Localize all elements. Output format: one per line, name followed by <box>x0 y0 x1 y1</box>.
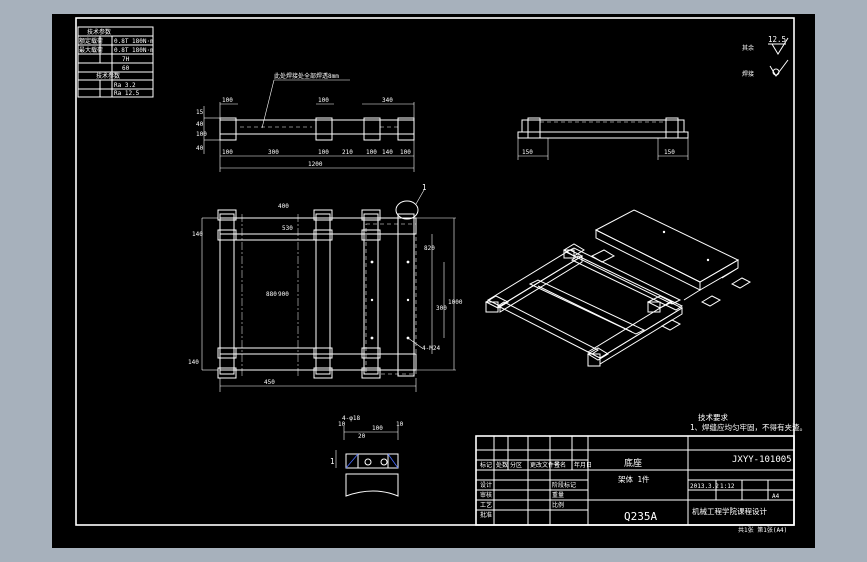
front-bottom-dim-1: 300 <box>268 149 279 156</box>
front-top-dim-0: 100 <box>222 97 233 104</box>
front-view: 此处焊接处全部焊透8mm 100 100 340 15 40 100 40 <box>196 72 415 172</box>
mark-label-0: 标记 <box>480 461 492 469</box>
isometric-view <box>484 209 752 367</box>
spec-header: 技术参数 <box>87 28 111 36</box>
detail-dim-2: 20 <box>358 433 366 440</box>
front-bottom-dim-0: 100 <box>222 149 233 156</box>
sheets: 共1张 第1张(A4) <box>738 526 787 534</box>
front-bottom-dim-5: 140 <box>382 149 393 156</box>
mark-label-2: 分区 <box>510 461 522 469</box>
detail-view: 10 100 20 10 4-φ18 1 <box>330 415 404 497</box>
plan-right-dim-2: 1000 <box>448 299 463 306</box>
plan-bottom-dim-0: 450 <box>264 379 275 386</box>
mark-label-4: 签名 <box>554 461 566 469</box>
plan-right-dim-0: 820 <box>424 245 435 252</box>
drawing-sheet: 技术参数 额定载荷 0.8T 180N·m 最大载荷 0.8T 180N·m 7… <box>52 14 815 548</box>
front-left-dim-3: 40 <box>196 145 204 152</box>
part-name: 底座 <box>624 457 642 469</box>
plan-top-dim-1: 530 <box>282 225 293 232</box>
mark-label-5: 年月日 <box>574 461 592 469</box>
scale: 1:12 <box>720 483 735 490</box>
plan-right-dim-1: 300 <box>436 305 447 312</box>
drawing-number: JXYY-101005 <box>732 455 792 465</box>
front-bottom-dim-3: 210 <box>342 149 353 156</box>
detail-dim-1: 100 <box>372 425 383 432</box>
weight-label: 重量 <box>552 491 564 499</box>
approve-label: 批准 <box>480 511 492 519</box>
detail-dim-0: 10 <box>338 421 346 428</box>
process-label: 工艺 <box>480 501 492 509</box>
format: A4 <box>772 493 780 500</box>
design-label: 设计 <box>480 481 492 489</box>
front-top-dim-1: 100 <box>318 97 329 104</box>
front-left-dim-1: 40 <box>196 121 204 128</box>
plan-left-dim-0: 140 <box>192 231 203 238</box>
title-block: 标记 处数 分区 更改文件号 签名 年月日 设计 审核 工艺 批准 阶段标记 重… <box>475 435 795 534</box>
spec-row-0-value: 0.8T 180N·m <box>114 38 154 45</box>
front-overall-dim: 1200 <box>308 161 323 168</box>
mark-label-3: 更改文件号 <box>530 461 560 469</box>
cad-drawing: 技术参数 额定载荷 0.8T 180N·m 最大载荷 0.8T 180N·m 7… <box>75 17 807 534</box>
tech-notes-title: 技术要求 <box>698 412 728 422</box>
material: Q235A <box>624 510 657 523</box>
part-sub-name: 架体 1件 <box>618 474 650 484</box>
roughness-value: 12.5 <box>768 35 786 44</box>
date: 2013.3.2 <box>690 483 719 490</box>
roughness-label-1: 其余 <box>742 44 754 52</box>
side-dim-1: 150 <box>664 149 675 156</box>
front-bottom-dim-6: 100 <box>400 149 411 156</box>
mark-label-1: 处数 <box>496 461 508 469</box>
spec-row-1-key: 最大载荷 <box>79 46 103 54</box>
spec-row-0-key: 额定载荷 <box>79 37 103 45</box>
detail-hole-note: 4-φ18 <box>342 415 360 422</box>
spec-row-3-value: 60 <box>122 65 130 72</box>
plan-top-dim-0: 400 <box>278 203 289 210</box>
spec-row2-0-value: Ra 3.2 <box>114 82 136 89</box>
spec-table: 技术参数 额定载荷 0.8T 180N·m 最大载荷 0.8T 180N·m 7… <box>77 26 154 98</box>
front-bottom-dim-2: 100 <box>318 149 329 156</box>
plan-view: 1 400 530 140 880 900 140 820 300 1000 4… <box>188 183 463 392</box>
detail-dim-3: 10 <box>396 421 404 428</box>
check-label: 审核 <box>480 491 492 499</box>
side-dim-0: 150 <box>522 149 533 156</box>
front-leader-note: 此处焊接处全部焊透8mm <box>274 72 339 80</box>
school: 机械工程学院课程设计 <box>692 506 767 516</box>
front-bottom-dim-4: 100 <box>366 149 377 156</box>
spec-subheader: 技术参数 <box>96 72 120 80</box>
roughness-symbols: 12.5 其余 焊接 <box>742 35 789 78</box>
plan-left-dim-2: 900 <box>278 291 289 298</box>
stage-label: 阶段标记 <box>552 481 576 489</box>
side-view: 150 150 <box>517 117 689 160</box>
plan-left-dim-1: 880 <box>266 291 277 298</box>
front-left-dim-0: 15 <box>196 109 204 116</box>
inner-border <box>75 17 795 526</box>
front-top-dim-2: 340 <box>382 97 393 104</box>
plan-part-number: 1 <box>422 183 427 192</box>
spec-row2-1-value: Ra 12.5 <box>114 90 140 97</box>
plan-hole-note: 4-M24 <box>422 345 440 352</box>
plan-left-dim-3: 140 <box>188 359 199 366</box>
detail-label: 1 <box>330 457 335 466</box>
spec-row-2-value: 7H <box>122 56 130 63</box>
roughness-label-2: 焊接 <box>742 70 754 78</box>
ratio-label: 比例 <box>552 501 564 509</box>
spec-row-1-value: 0.8T 180N·m <box>114 47 154 54</box>
front-left-dim-2: 100 <box>196 131 207 138</box>
technical-notes: 技术要求 1、焊缝应均匀牢固，不得有夹渣。 <box>690 412 807 432</box>
tech-notes-line-1: 1、焊缝应均匀牢固，不得有夹渣。 <box>690 422 807 432</box>
